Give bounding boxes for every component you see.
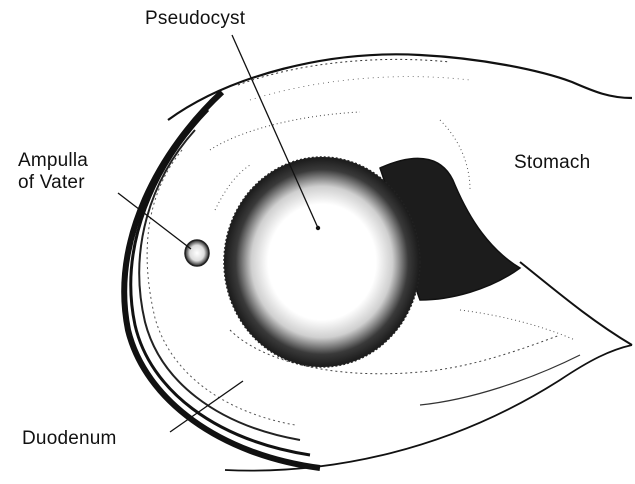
ampulla-shape: [185, 240, 209, 266]
pseudocyst-leader-dot: [316, 226, 320, 230]
stomach-label: Stomach: [514, 152, 590, 174]
ampulla-label-line1: Ampulla: [18, 150, 88, 172]
pseudocyst-label: Pseudocyst: [145, 8, 245, 30]
pseudocyst-shape: [224, 157, 420, 367]
duodenum-label: Duodenum: [22, 428, 117, 450]
ampulla-label-line2: of Vater: [18, 172, 88, 194]
ampulla-label: Ampulla of Vater: [18, 150, 88, 194]
duodenum-leader: [170, 381, 243, 432]
